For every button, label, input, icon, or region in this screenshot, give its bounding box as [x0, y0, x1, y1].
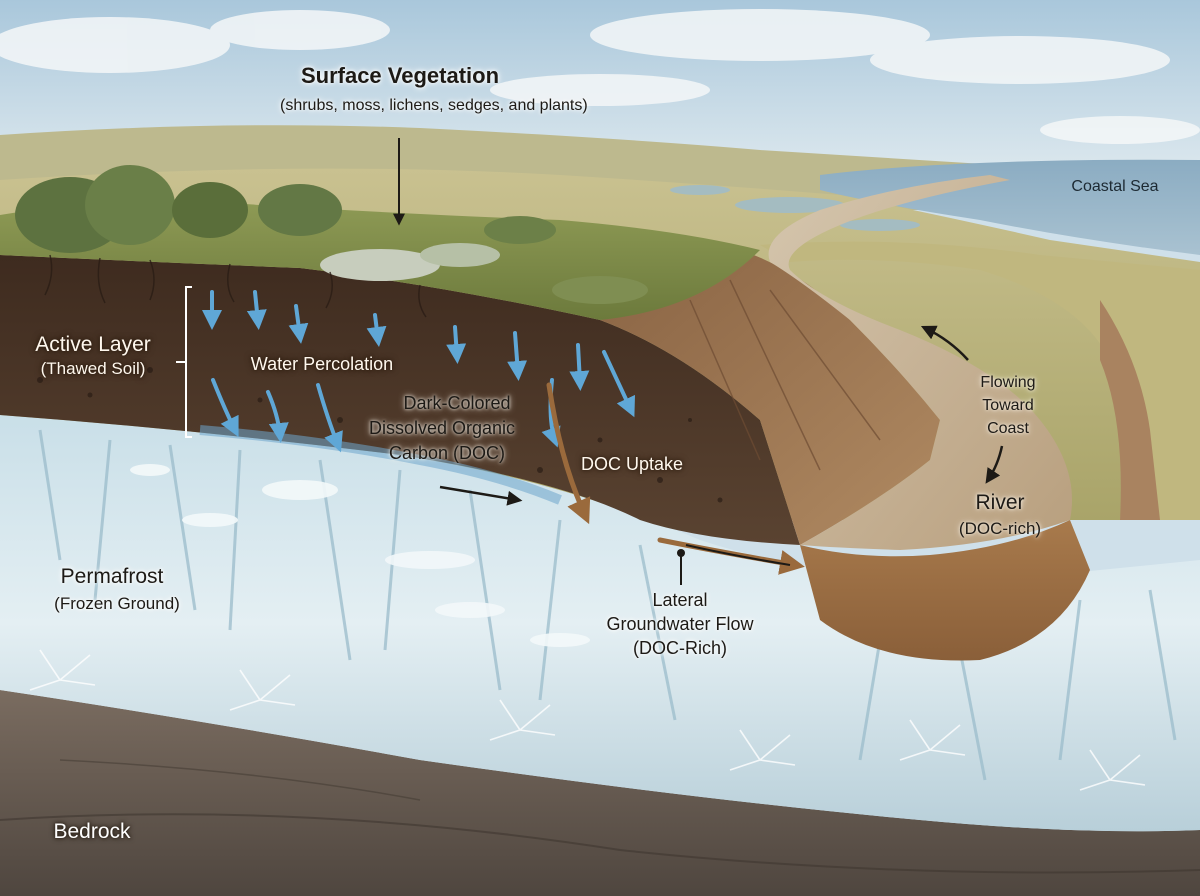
river-subtitle: (DOC-rich): [958, 519, 1042, 538]
lateral-flow-line2: Groundwater Flow: [606, 614, 754, 634]
lateral-flow-line3: (DOC-Rich): [633, 638, 727, 658]
permafrost-subtitle: (Frozen Ground): [54, 594, 180, 613]
eroding-bank: [600, 250, 940, 545]
lateral-flow-line1: Lateral: [652, 590, 708, 610]
flowing-line1: Flowing: [980, 374, 1036, 391]
clouds: [0, 9, 1200, 144]
permafrost-layer: [0, 415, 1200, 832]
surface-vegetation-title: Surface Vegetation: [300, 63, 500, 88]
doc-label-line3: Carbon (DOC): [388, 443, 506, 463]
flowing-line3: Coast: [987, 420, 1029, 437]
river-title: River: [975, 491, 1025, 514]
surface-vegetation-subtitle: (shrubs, moss, lichens, sedges, and plan…: [280, 97, 588, 114]
active-layer: [0, 255, 800, 545]
coastal-sea: [820, 159, 1200, 255]
lateral-flow-line: [685, 544, 791, 566]
doc-uptake-label: DOC Uptake: [580, 454, 684, 474]
river-bed: [800, 520, 1090, 661]
river: [768, 175, 1072, 550]
percolation-arrows: [202, 290, 636, 453]
water-table: [199, 425, 562, 505]
ponds: [670, 185, 920, 231]
active-layer-subtitle: (Thawed Soil): [40, 359, 146, 378]
right-plateau: [760, 241, 1200, 520]
water-percolation-label: Water Percolation: [250, 354, 394, 374]
flowing-line2: Toward: [982, 397, 1034, 414]
bedrock-label: Bedrock: [53, 820, 131, 843]
doc-label-line1: Dark-Colored: [403, 393, 511, 413]
doc-arrow-1: [439, 485, 523, 506]
frost-crystals: [29, 649, 1146, 791]
soil-pebbles: [37, 367, 723, 503]
bedrock-layer: [0, 690, 1200, 896]
active-layer-title: Active Layer: [35, 333, 151, 356]
doc-label-line2: Dissolved Organic: [368, 418, 516, 438]
far-bank: [1100, 300, 1160, 520]
surface-vegetation-label: Surface Vegetation: [280, 63, 520, 89]
coastal-sea-label: Coastal Sea: [1071, 178, 1159, 195]
flow-arrow-down: [985, 445, 1004, 484]
flow-arrow-up: [920, 325, 969, 361]
shrubs: [15, 165, 648, 304]
permafrost-title: Permafrost: [60, 565, 164, 588]
ice-lenses: [130, 464, 590, 647]
roots: [44, 254, 427, 318]
